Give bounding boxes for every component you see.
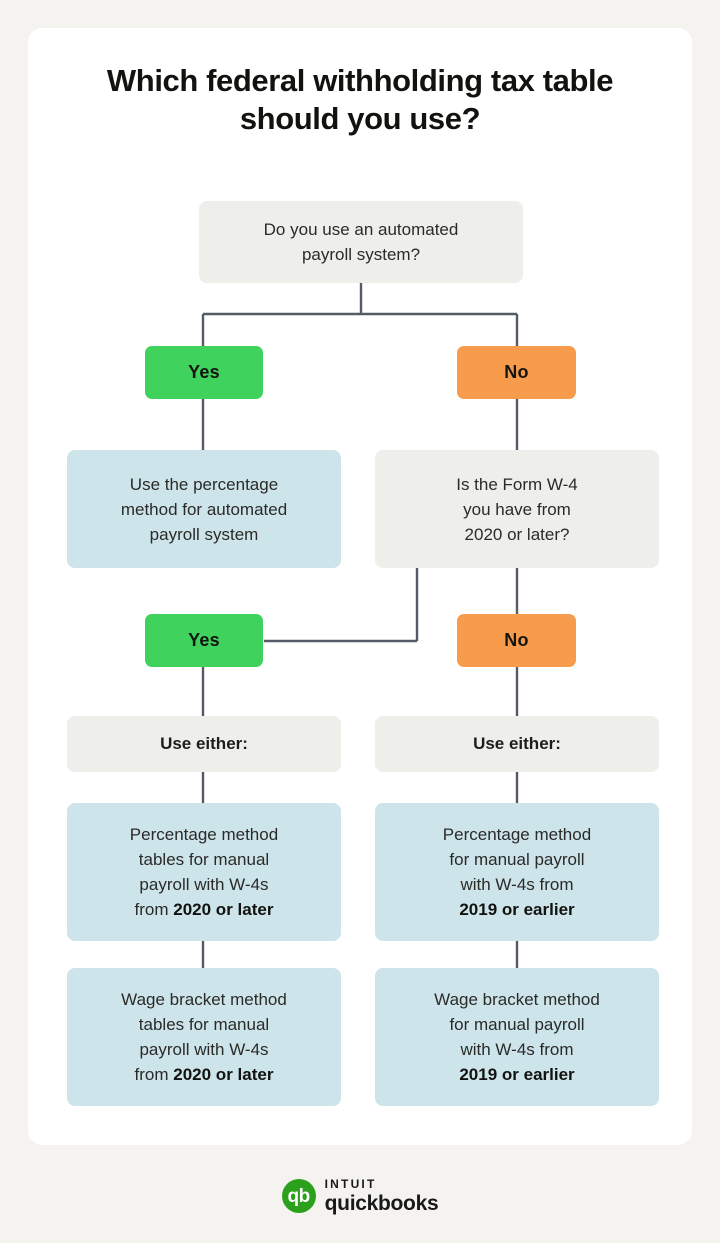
quickbooks-wordmark: INTUIT quickbooks xyxy=(325,1178,439,1214)
choice-no-w4-2020[interactable]: No xyxy=(457,614,576,667)
choice-no-automated-label: No xyxy=(504,362,529,382)
result-percentage-automated-text: Use the percentage method for automated … xyxy=(120,474,288,544)
question-form-w4-year-text: Is the Form W-4 you have from 2020 or la… xyxy=(456,474,578,544)
quickbooks-logo: qb INTUIT quickbooks xyxy=(0,1178,720,1214)
result-right-percentage-manual-normal: Percentage method for manual payroll wit… xyxy=(442,825,592,894)
choice-yes-w4-2020[interactable]: Yes xyxy=(145,614,263,667)
left-use-either-header: Use either: xyxy=(67,716,341,772)
choice-no-w4-2020-label: No xyxy=(504,630,529,650)
choice-no-automated[interactable]: No xyxy=(457,346,576,399)
quickbooks-monogram: qb xyxy=(287,1185,311,1207)
intuit-wordmark: INTUIT xyxy=(324,1177,377,1191)
result-right-percentage-manual-emphasis: 2019 or earlier xyxy=(459,900,575,919)
right-use-either-label: Use either: xyxy=(473,734,561,753)
result-right-wage-bracket-manual-emphasis: 2019 or earlier xyxy=(459,1065,575,1084)
result-left-wage-bracket-tables-normal: Wage bracket method tables for manual pa… xyxy=(121,990,287,1084)
question-form-w4-year: Is the Form W-4 you have from 2020 or la… xyxy=(375,450,659,568)
quickbooks-wordmark-text: quickbooks xyxy=(324,1192,439,1215)
choice-yes-automated[interactable]: Yes xyxy=(145,346,263,399)
choice-yes-w4-2020-label: Yes xyxy=(188,630,220,650)
result-right-percentage-manual: Percentage method for manual payroll wit… xyxy=(375,803,659,941)
result-left-wage-bracket-tables-text: Wage bracket method tables for manual pa… xyxy=(121,987,287,1087)
page-title: Which federal withholding tax table shou… xyxy=(106,63,614,136)
result-left-percentage-tables-text: Percentage method tables for manual payr… xyxy=(130,822,278,922)
result-left-percentage-tables: Percentage method tables for manual payr… xyxy=(67,803,341,941)
right-use-either-header: Use either: xyxy=(375,716,659,772)
result-right-wage-bracket-manual: Wage bracket method for manual payroll w… xyxy=(375,968,659,1106)
result-percentage-automated: Use the percentage method for automated … xyxy=(67,450,341,568)
result-left-percentage-tables-emphasis: 2020 or later xyxy=(173,900,274,919)
choice-yes-automated-label: Yes xyxy=(188,362,220,382)
result-left-wage-bracket-tables: Wage bracket method tables for manual pa… xyxy=(67,968,341,1106)
result-left-wage-bracket-tables-emphasis: 2020 or later xyxy=(173,1065,274,1084)
result-right-percentage-manual-text: Percentage method for manual payroll wit… xyxy=(443,822,591,922)
result-right-wage-bracket-manual-normal: Wage bracket method for manual payroll w… xyxy=(434,990,600,1059)
question-automated-payroll: Do you use an automated payroll system? xyxy=(199,201,523,283)
left-use-either-label: Use either: xyxy=(160,734,248,753)
result-right-wage-bracket-manual-text: Wage bracket method for manual payroll w… xyxy=(434,987,600,1087)
result-left-percentage-tables-normal: Percentage method tables for manual payr… xyxy=(129,825,279,919)
quickbooks-circle-icon: qb xyxy=(281,1179,316,1213)
question-automated-payroll-text: Do you use an automated payroll system? xyxy=(263,220,459,264)
